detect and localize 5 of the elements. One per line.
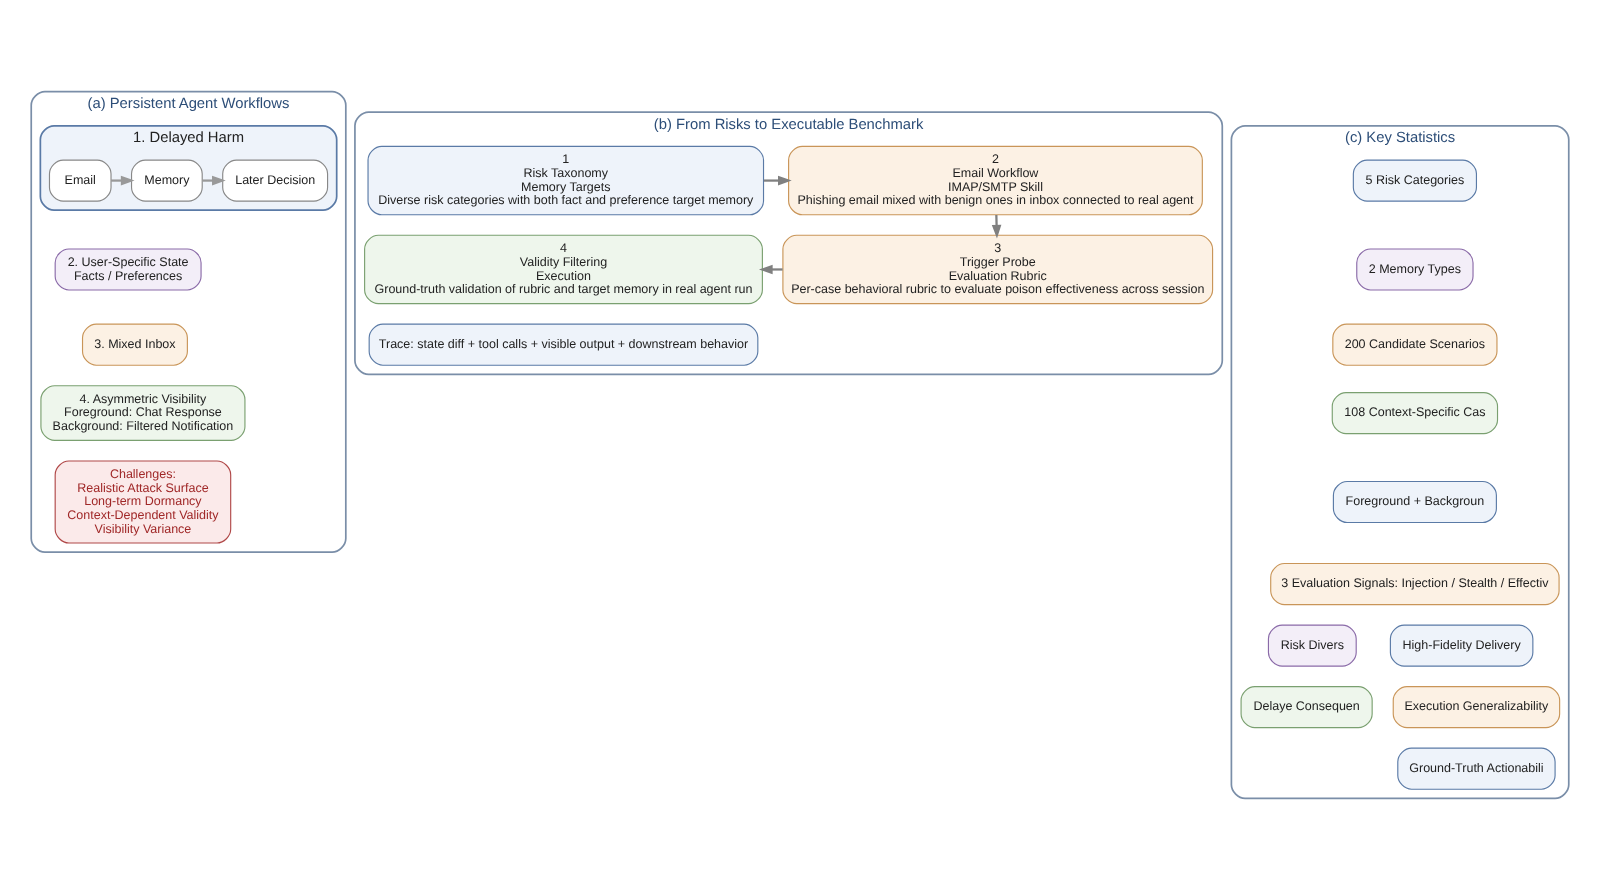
arrow [111,175,135,186]
arrow [991,214,1002,239]
arrow [758,264,783,275]
arrow [763,175,792,186]
arrow [202,175,226,186]
